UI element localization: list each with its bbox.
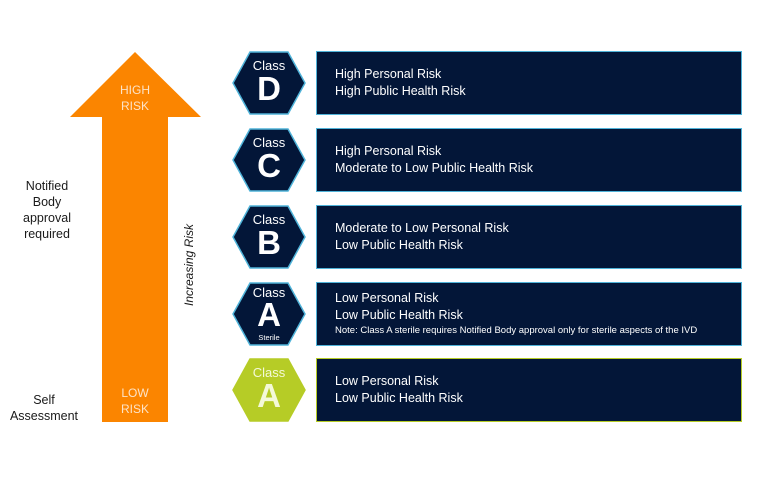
sterile-label: Sterile bbox=[258, 333, 280, 342]
class-b-hexagon: Class B bbox=[232, 205, 306, 269]
class-word: Class bbox=[252, 365, 286, 380]
class-d-hexagon: Class D bbox=[232, 51, 306, 115]
hexagon-icon bbox=[232, 282, 306, 346]
label-line: approval bbox=[23, 211, 71, 225]
self-assessment-label: Self Assessment bbox=[4, 392, 84, 424]
risk-line: Low Personal Risk bbox=[335, 291, 439, 305]
hexagon-icon bbox=[232, 128, 306, 192]
label-line: required bbox=[24, 227, 70, 241]
class-a-hexagon: Class A bbox=[232, 358, 306, 422]
risk-line: Moderate to Low Public Health Risk bbox=[335, 161, 534, 175]
class-word: Class bbox=[252, 58, 286, 73]
class-b-description: Moderate to Low Personal Risk Low Public… bbox=[316, 205, 742, 269]
risk-line: Low Public Health Risk bbox=[335, 238, 463, 252]
high-risk-label: HIGH RISK bbox=[102, 82, 168, 114]
class-d-row: Class D High Personal Risk High Public H… bbox=[0, 51, 760, 115]
risk-line: High Personal Risk bbox=[335, 144, 442, 158]
class-letter: B bbox=[257, 224, 281, 261]
class-d-description: High Personal Risk High Public Health Ri… bbox=[316, 51, 742, 115]
label-line: HIGH bbox=[120, 83, 150, 97]
risk-line: Moderate to Low Personal Risk bbox=[335, 221, 509, 235]
label-line: Assessment bbox=[9, 409, 79, 423]
hexagon-icon bbox=[232, 205, 306, 269]
label-line: Self bbox=[33, 393, 55, 407]
class-a-sterile-hexagon: Class A Sterile bbox=[232, 282, 306, 346]
risk-line: Low Public Health Risk bbox=[335, 308, 463, 322]
label-line: Body bbox=[32, 195, 62, 209]
label-line: LOW bbox=[121, 386, 149, 400]
sterile-note: Note: Class A sterile requires Notified … bbox=[335, 325, 698, 336]
class-c-description: High Personal Risk Moderate to Low Publi… bbox=[316, 128, 742, 192]
risk-line: Low Public Health Risk bbox=[335, 391, 463, 405]
class-a-sterile-row: Class A Sterile Low Personal Risk Low Pu… bbox=[0, 282, 760, 346]
class-word: Class bbox=[252, 135, 286, 150]
class-letter: C bbox=[257, 147, 281, 184]
class-b-row: Class B Moderate to Low Personal Risk Lo… bbox=[0, 205, 760, 269]
risk-line: High Personal Risk bbox=[335, 67, 442, 81]
class-c-hexagon: Class C bbox=[232, 128, 306, 192]
label-line: RISK bbox=[120, 402, 149, 416]
low-risk-label: LOW RISK bbox=[102, 385, 168, 417]
label-line: RISK bbox=[120, 99, 149, 113]
label-line: Notified bbox=[25, 179, 69, 193]
class-letter: A bbox=[257, 296, 281, 333]
notified-body-label: Notified Body approval required bbox=[14, 178, 80, 242]
class-a-description: Low Personal Risk Low Public Health Risk bbox=[316, 358, 742, 422]
class-letter: A bbox=[257, 377, 281, 414]
class-word: Class bbox=[252, 285, 286, 300]
class-word: Class bbox=[252, 212, 286, 227]
class-a-sterile-description: Low Personal Risk Low Public Health Risk… bbox=[316, 282, 742, 346]
hexagon-icon bbox=[232, 358, 306, 422]
class-c-row: Class C High Personal Risk Moderate to L… bbox=[0, 128, 760, 192]
class-letter: D bbox=[257, 70, 281, 107]
hexagon-icon bbox=[232, 51, 306, 115]
risk-line: Low Personal Risk bbox=[335, 374, 439, 388]
risk-line: High Public Health Risk bbox=[335, 84, 466, 98]
class-a-row: Class A Low Personal Risk Low Public Hea… bbox=[0, 358, 760, 422]
